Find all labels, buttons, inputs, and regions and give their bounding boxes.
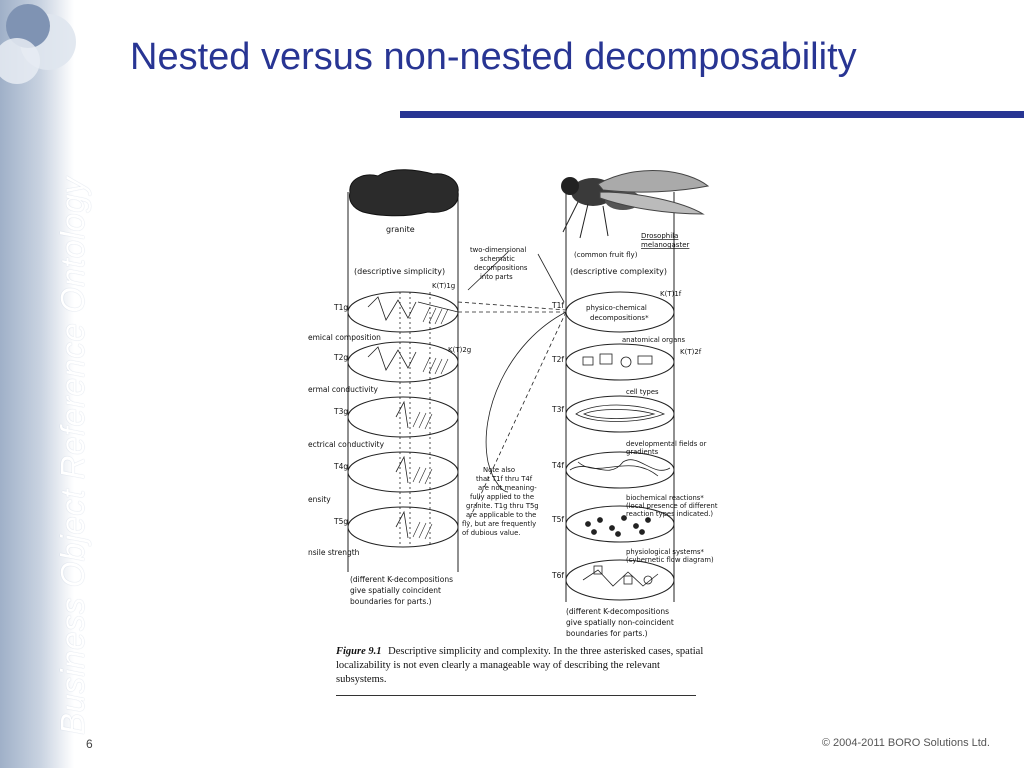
caption-label: Figure 9.1 (336, 646, 382, 657)
right-level-code: T4f (551, 461, 564, 470)
left-footer: boundaries for parts.) (350, 597, 432, 606)
right-level-label: biochemical reactions* (local presence o… (626, 494, 718, 518)
granite-rock-icon (349, 169, 459, 217)
fly-label: Drosophila (641, 232, 678, 240)
left-layer-ellipse (347, 396, 459, 438)
center-note-bottom: that T1f thru T4f (476, 475, 533, 483)
left-level-code: T4g (333, 462, 348, 471)
right-layer-ellipse (565, 343, 675, 381)
center-note-bottom: fully applied to the (470, 493, 534, 501)
copyright-notice: © 2004-2011 BORO Solutions Ltd. (821, 737, 990, 749)
fly-common-name: (common fruit fly) (574, 251, 638, 259)
figure-caption: Figure 9.1 Descriptive simplicity and co… (336, 645, 706, 687)
right-level-label: anatomical organs (622, 336, 686, 344)
left-footer: (different K-decompositions (350, 575, 453, 584)
right-level-code: T6f (551, 571, 564, 580)
right-k-label-2: K(T)2f (680, 348, 702, 356)
connector-curve (485, 311, 567, 493)
left-level-code: T1g (333, 303, 348, 312)
right-footer: boundaries for parts.) (566, 629, 648, 638)
center-note-top: two-dimensional (470, 246, 526, 254)
connector-line (457, 301, 567, 311)
right-level-code: T1f (551, 301, 564, 310)
granite-decomposition-lines (367, 346, 417, 371)
left-layer-ellipse (347, 451, 459, 493)
left-k-label: K(T)1g (432, 282, 455, 290)
left-level-label: ermal conductivity (308, 385, 379, 394)
center-note-bottom: fly, but are frequently (462, 520, 536, 528)
center-note-bottom: are not meaning- (478, 484, 537, 492)
left-level-label: ensity (308, 495, 331, 504)
right-level-code: T3f (551, 405, 564, 414)
left-footer: give spatially coincident (350, 586, 441, 595)
right-footer: (different K-decompositions (566, 607, 669, 616)
left-layer-ellipse (347, 341, 459, 383)
connector-line (467, 311, 567, 523)
right-first-level: decompositions* (590, 314, 649, 322)
left-level-label: emical composition (308, 333, 381, 342)
left-level-label: ectrical conductivity (308, 440, 385, 449)
center-note-bottom: are applicable to the (466, 511, 536, 519)
left-layer-ellipse (347, 291, 459, 333)
granite-decomposition-lines (367, 296, 459, 321)
right-level-label: cell types (626, 388, 659, 396)
center-note-top: schematic (480, 255, 515, 263)
fruit-fly-icon (561, 170, 710, 239)
center-note-top: decompositions (474, 264, 528, 272)
left-level-code: T2g (333, 353, 348, 362)
note-pointer (467, 251, 509, 291)
page-number: 6 (86, 737, 93, 751)
right-first-level: physico-chemical (586, 304, 647, 312)
right-layer-ellipse (565, 291, 675, 333)
right-footer: give spatially non-coincident (566, 618, 674, 627)
fly-label-2: melanogaster (641, 241, 690, 249)
decorative-bubble (0, 38, 40, 84)
granite-label: granite (386, 225, 415, 234)
note-pointer (537, 253, 565, 303)
left-subtitle: (descriptive simplicity) (354, 267, 445, 276)
right-subtitle: (descriptive complexity) (570, 267, 667, 276)
right-layer-ellipse (565, 451, 675, 489)
decomposition-figure: granite (descriptive simplicity) K(T)1g … (308, 169, 718, 638)
right-level-code: T2f (551, 355, 564, 364)
sidebar-vertical-text: Business Object Reference Ontology (54, 176, 91, 735)
right-level-label: developmental fields or gradients (626, 440, 707, 456)
slide-title: Nested versus non-nested decomposability (130, 36, 857, 78)
left-k-label-2: K(T)2g (448, 346, 471, 354)
right-layer-ellipse (565, 395, 675, 433)
caption-rule (336, 695, 696, 696)
caption-text: Descriptive simplicity and complexity. I… (336, 646, 704, 685)
right-level-code: T5f (551, 515, 564, 524)
title-underline (400, 111, 1024, 118)
right-k-label: K(T)1f (660, 290, 682, 298)
center-note-bottom: Note also (483, 466, 515, 474)
center-note-bottom: of dubious value. (462, 529, 520, 537)
center-note-bottom: granite. T1g thru T5g (466, 502, 539, 510)
right-level-label: physiological systems* (cybernetic flow … (626, 548, 714, 564)
left-level-label: nsile strength (308, 548, 360, 557)
sidebar-decoration: Business Object Reference Ontology (0, 0, 91, 768)
center-note-top: into parts (480, 273, 513, 281)
left-level-code: T5g (333, 517, 348, 526)
left-layer-ellipse (347, 506, 459, 548)
left-level-code: T3g (333, 407, 348, 416)
